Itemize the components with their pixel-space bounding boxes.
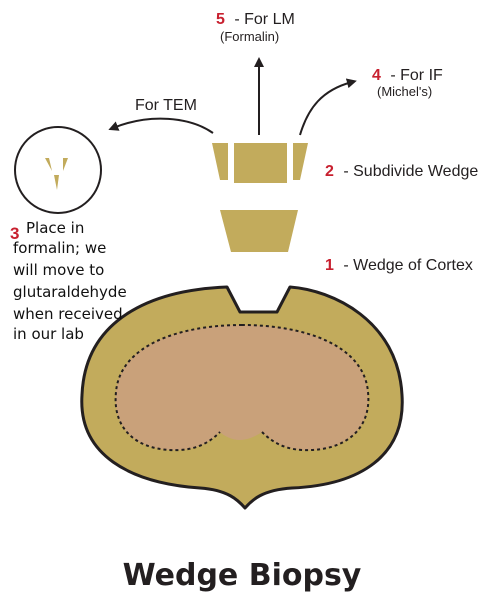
step2-text: - Subdivide Wedge bbox=[343, 163, 478, 180]
arrow-tem bbox=[113, 119, 213, 133]
step4-number: 4 bbox=[372, 67, 381, 84]
step1-label: 1 - Wedge of Cortex bbox=[325, 257, 473, 274]
step2-number: 2 bbox=[325, 163, 334, 180]
subdivided-wedge bbox=[212, 143, 308, 183]
wedge-piece-right bbox=[293, 143, 308, 180]
cortex-wedge bbox=[220, 210, 298, 252]
step3-line-2: formalin; we bbox=[13, 239, 106, 257]
step3-line-6: in our lab bbox=[13, 325, 84, 343]
step5-text: - For LM bbox=[234, 11, 294, 28]
step1-number: 1 bbox=[325, 257, 334, 274]
step3-note: Place in formalin; we will move to gluta… bbox=[13, 219, 127, 343]
step3-line-1: Place in bbox=[26, 219, 84, 237]
step3-line-4: glutaraldehyde bbox=[13, 283, 127, 301]
step5-label: 5 - For LM bbox=[216, 11, 295, 28]
step5-number: 5 bbox=[216, 11, 225, 28]
step4-sublabel: (Michel's) bbox=[377, 84, 432, 99]
tem-label: For TEM bbox=[135, 97, 197, 114]
step1-text: - Wedge of Cortex bbox=[343, 257, 473, 274]
tem-circle bbox=[15, 127, 101, 213]
tem-sample-circle bbox=[15, 127, 101, 213]
step2-label: 2 - Subdivide Wedge bbox=[325, 163, 478, 180]
wedge-piece-center bbox=[234, 143, 287, 183]
diagram-title: Wedge Biopsy bbox=[123, 558, 362, 593]
step5-sublabel: (Formalin) bbox=[220, 29, 279, 44]
step3-line-5: when received bbox=[13, 305, 123, 323]
step4-text: - For IF bbox=[390, 67, 443, 84]
step4-label: 4 - For IF bbox=[372, 67, 443, 84]
wedge-piece-left bbox=[212, 143, 228, 180]
step3-line-3: will move to bbox=[13, 261, 104, 279]
kidney-cross-section bbox=[82, 287, 402, 508]
arrow-if bbox=[300, 82, 352, 135]
